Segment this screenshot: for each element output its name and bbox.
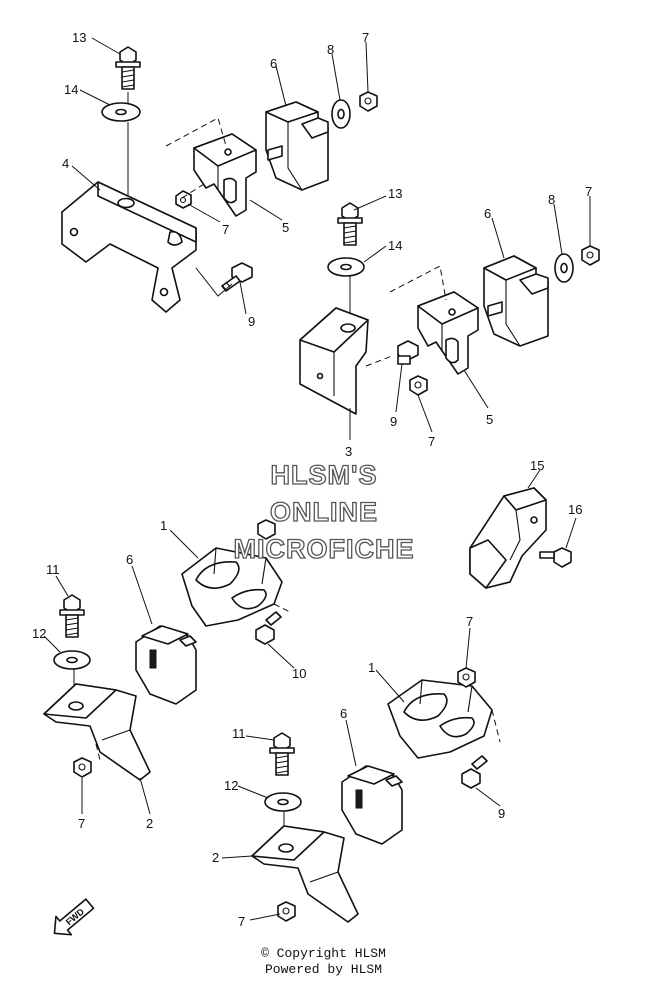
callout-6: 6 — [340, 706, 347, 721]
bracket-5-upper-right — [417, 291, 479, 375]
bracket-4 — [61, 181, 197, 313]
callout-1: 1 — [368, 660, 375, 675]
callout-15: 15 — [530, 458, 544, 473]
bracket-2-left — [43, 683, 151, 781]
mount-6-lower — [341, 765, 403, 845]
mount-15 — [469, 487, 547, 589]
nut-7-lower-left — [277, 901, 296, 922]
washer-14-upper-left — [101, 102, 141, 122]
bolt-9-upper-right — [397, 340, 419, 365]
bolt-11-left — [59, 594, 85, 638]
callout-7: 7 — [222, 222, 229, 237]
nut-7-upper-left-a — [359, 91, 378, 112]
callout-9: 9 — [248, 314, 255, 329]
nut-7-upper-right-b — [409, 375, 428, 396]
callout-7: 7 — [362, 30, 369, 45]
washer-12-left — [53, 650, 91, 670]
washer-8-upper-right — [554, 253, 574, 283]
callout-14: 14 — [64, 82, 78, 97]
callout-13: 13 — [388, 186, 402, 201]
mount-6-upper-right — [483, 255, 549, 347]
callout-7: 7 — [428, 434, 435, 449]
watermark: HLSM'S ONLINE MICROFICHE — [233, 459, 415, 564]
bolt-13-upper-right — [337, 202, 363, 246]
powered-by-text: Powered by HLSM — [264, 962, 383, 977]
bracket-1-middle — [181, 547, 283, 627]
bolt-10 — [255, 611, 282, 645]
copyright-text: © Copyright HLSM — [261, 946, 386, 961]
bracket-1-lower — [387, 679, 493, 759]
bolt-16 — [539, 547, 572, 568]
callout-3: 3 — [345, 444, 352, 459]
washer-8-upper-left — [331, 99, 351, 129]
watermark-line-3: MICROFICHE — [234, 534, 415, 564]
nut-7-upper-left-b — [175, 190, 192, 209]
nut-7-lower-right-a — [457, 667, 476, 688]
callout-leaders — [43, 37, 591, 921]
nut-lower-middle — [257, 519, 276, 540]
callout-11: 11 — [46, 562, 60, 577]
callout-2: 2 — [212, 850, 219, 865]
callout-14: 14 — [388, 238, 402, 253]
callout-4: 4 — [62, 156, 69, 171]
callout-6: 6 — [270, 56, 277, 71]
bolt-11-lower — [269, 732, 295, 776]
callout-6: 6 — [484, 206, 491, 221]
callout-13: 13 — [72, 30, 86, 45]
bolt-9-upper-left — [221, 262, 253, 292]
watermark-line-2: ONLINE — [270, 497, 378, 527]
callout-10: 10 — [292, 666, 306, 681]
callout-numbers: 13 14 4 6 8 7 7 5 9 13 14 6 8 7 9 7 5 3 … — [32, 30, 592, 929]
bolt-13-upper-left — [115, 46, 141, 90]
callout-5: 5 — [486, 412, 493, 427]
callout-16: 16 — [568, 502, 582, 517]
callout-11: 11 — [232, 726, 246, 741]
mount-6-upper-left — [265, 101, 329, 191]
bracket-3 — [299, 307, 369, 415]
bracket-5-upper-left — [193, 133, 257, 217]
callout-7: 7 — [466, 614, 473, 629]
bolt-9-lower-right — [461, 755, 488, 789]
washer-12-lower — [264, 792, 302, 812]
callout-7: 7 — [78, 816, 85, 831]
callout-12: 12 — [32, 626, 46, 641]
callout-8: 8 — [327, 42, 334, 57]
bracket-2-lower — [251, 825, 359, 923]
callout-12: 12 — [224, 778, 238, 793]
callout-6: 6 — [126, 552, 133, 567]
callout-9: 9 — [498, 806, 505, 821]
callout-7: 7 — [585, 184, 592, 199]
nut-7-upper-right-a — [581, 245, 600, 266]
callout-9: 9 — [390, 414, 397, 429]
callout-8: 8 — [548, 192, 555, 207]
callout-1: 1 — [160, 518, 167, 533]
callout-5: 5 — [282, 220, 289, 235]
fwd-arrow-icon: FWD — [53, 898, 95, 936]
nut-7-middle-left — [73, 757, 92, 778]
mount-6-middle — [135, 625, 197, 705]
callout-2: 2 — [146, 816, 153, 831]
callout-7: 7 — [238, 914, 245, 929]
washer-14-upper-right — [327, 257, 365, 277]
watermark-line-1: HLSM'S — [271, 460, 378, 490]
